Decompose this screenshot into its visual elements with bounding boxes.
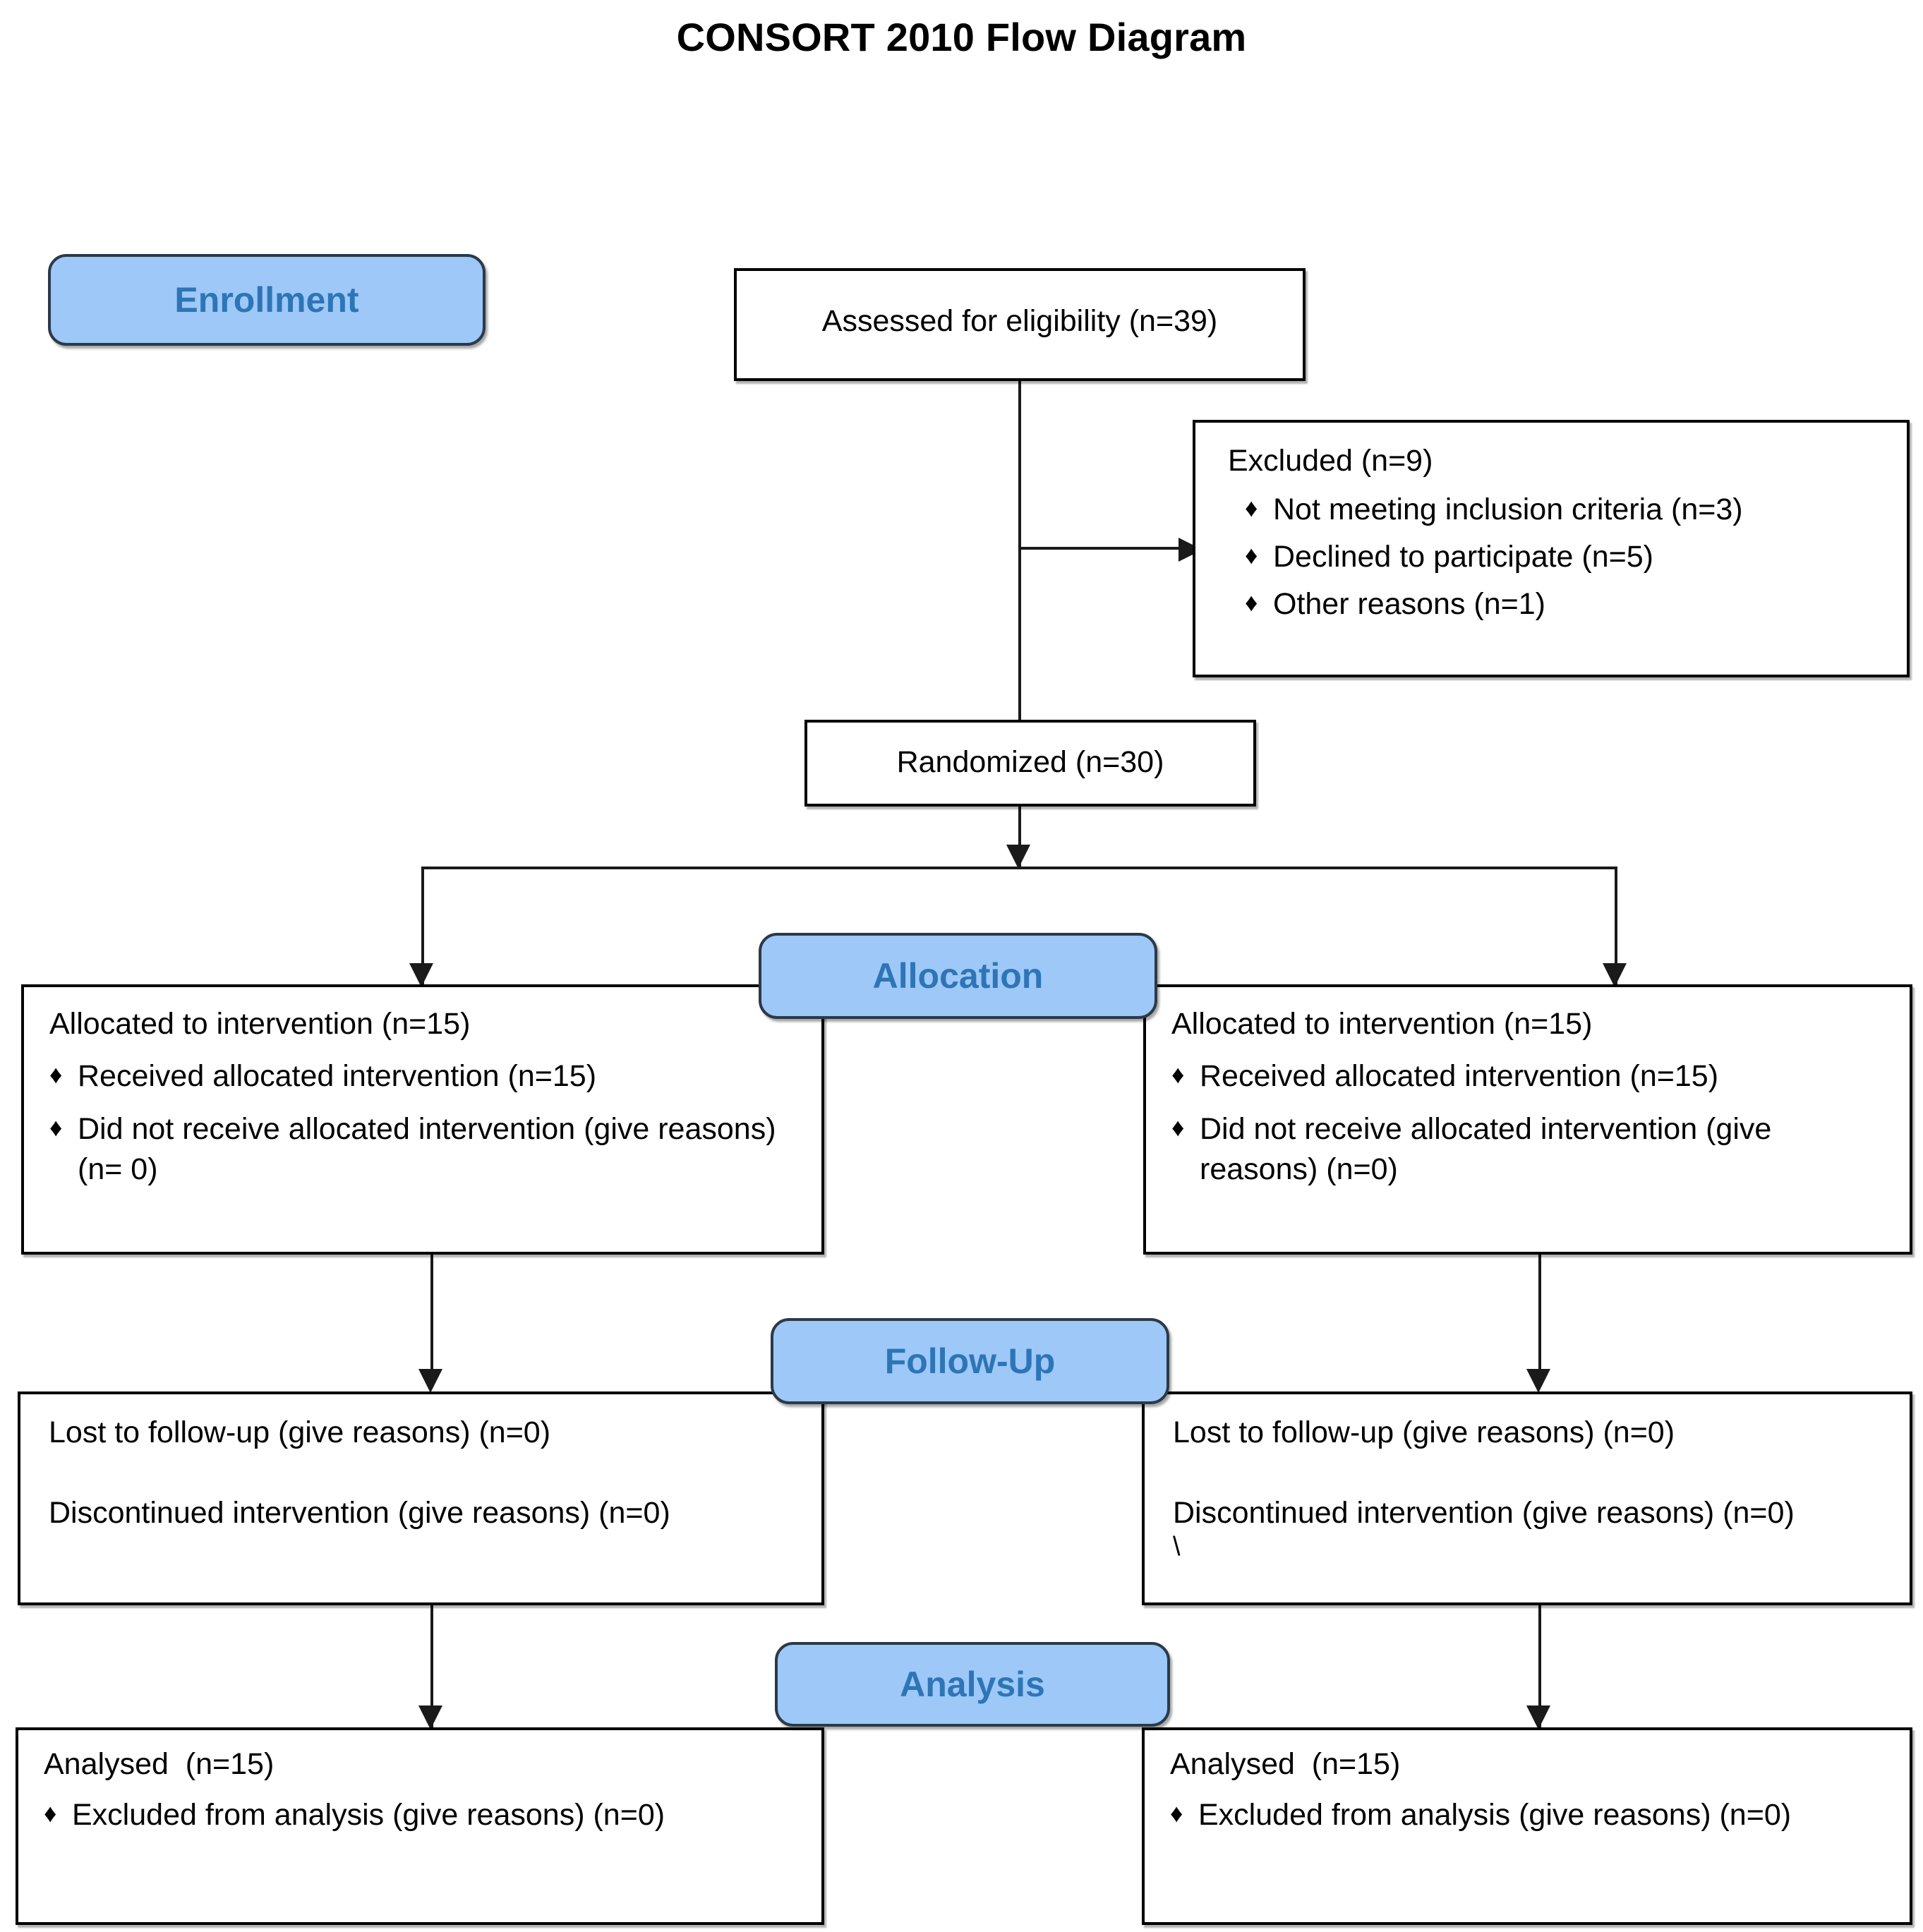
connector-to-excluded <box>1018 547 1188 550</box>
stage-badge-follow-up: Follow-Up <box>771 1318 1169 1404</box>
assessed-text: Assessed for eligibility (n=39) <box>821 304 1218 338</box>
box-randomized: Randomized (n=30) <box>804 720 1256 807</box>
excluded-item: ♦ Declined to participate (n=5) <box>1245 537 1901 577</box>
analysis-right-heading: Analysed (n=15) <box>1170 1747 1401 1781</box>
box-followup-right: Lost to follow-up (give reasons) (n=0) D… <box>1142 1391 1912 1605</box>
excluded-item-label: Not meeting inclusion criteria (n=3) <box>1273 493 1743 526</box>
arrow-down-icon-allocation-left <box>409 963 433 987</box>
box-excluded: Excluded (n=9) ♦ Not meeting inclusion c… <box>1193 420 1910 677</box>
box-assessed-for-eligibility: Assessed for eligibility (n=39) <box>734 268 1306 381</box>
allocation-left-item: ♦ Did not receive allocated intervention… <box>49 1109 790 1190</box>
diamond-bullet-icon: ♦ <box>1170 1799 1183 1828</box>
allocation-right-item: ♦ Received allocated intervention (n=15) <box>1171 1056 1884 1097</box>
stage-badge-enrollment-label: Enrollment <box>174 280 359 320</box>
excluded-item: ♦ Other reasons (n=1) <box>1245 584 1901 624</box>
arrow-down-icon-randomized <box>1006 845 1030 869</box>
arrow-down-icon-analysis-right <box>1526 1705 1550 1729</box>
stage-badge-analysis-label: Analysis <box>900 1665 1045 1704</box>
arrow-down-icon-analysis-left <box>418 1705 442 1729</box>
analysis-right-item-label: Excluded from analysis (give reasons) (n… <box>1198 1798 1792 1832</box>
stage-badge-follow-up-label: Follow-Up <box>884 1341 1056 1381</box>
box-analysis-right: Analysed (n=15) ♦ Excluded from analysis… <box>1142 1727 1912 1925</box>
allocation-right-heading: Allocated to intervention (n=15) <box>1171 1007 1593 1041</box>
followup-right-line2: Discontinued intervention (give reasons)… <box>1173 1496 1795 1530</box>
connector-assessed-to-randomized <box>1018 381 1021 720</box>
arrow-down-icon-allocation-right <box>1603 963 1627 987</box>
box-analysis-left: Analysed (n=15) ♦ Excluded from analysis… <box>16 1727 824 1925</box>
connector-split-left <box>421 867 424 986</box>
followup-right-stray-mark: \ <box>1173 1532 1181 1562</box>
arrow-down-icon-followup-left <box>418 1369 442 1393</box>
diamond-bullet-icon: ♦ <box>1245 587 1258 617</box>
analysis-left-heading: Analysed (n=15) <box>44 1747 275 1781</box>
page-title: CONSORT 2010 Flow Diagram <box>676 15 1247 59</box>
connector-followup-to-analysis-left <box>430 1605 433 1731</box>
excluded-item-label: Declined to participate (n=5) <box>1273 539 1653 574</box>
box-followup-left: Lost to follow-up (give reasons) (n=0) D… <box>18 1391 824 1605</box>
stage-badge-allocation: Allocation <box>759 933 1157 1019</box>
excluded-heading: Excluded (n=9) <box>1228 444 1433 478</box>
box-allocation-left: Allocated to intervention (n=15) ♦ Recei… <box>21 984 824 1255</box>
stage-badge-enrollment: Enrollment <box>48 254 486 346</box>
stage-badge-allocation-label: Allocation <box>872 956 1044 996</box>
analysis-left-item-label: Excluded from analysis (give reasons) (n… <box>72 1798 665 1832</box>
diamond-bullet-icon: ♦ <box>44 1799 57 1828</box>
connector-alloc-to-followup-left <box>430 1255 433 1378</box>
diamond-bullet-icon: ♦ <box>1171 1060 1185 1089</box>
allocation-right-item-label: Received allocated intervention (n=15) <box>1200 1059 1719 1093</box>
diamond-bullet-icon: ♦ <box>1245 493 1258 522</box>
stage-badge-analysis: Analysis <box>775 1642 1170 1727</box>
diamond-bullet-icon: ♦ <box>1171 1112 1185 1142</box>
followup-left-line2: Discontinued intervention (give reasons)… <box>49 1496 670 1530</box>
connector-split-right <box>1615 867 1617 986</box>
connector-randomized-down <box>1018 807 1021 867</box>
allocation-right-item: ♦ Did not receive allocated intervention… <box>1171 1109 1884 1190</box>
analysis-left-item: ♦ Excluded from analysis (give reasons) … <box>44 1795 792 1835</box>
arrow-down-icon-followup-right <box>1526 1369 1550 1393</box>
followup-left-line1: Lost to follow-up (give reasons) (n=0) <box>49 1415 551 1449</box>
excluded-item: ♦ Not meeting inclusion criteria (n=3) <box>1245 490 1901 530</box>
connector-followup-to-analysis-right <box>1538 1605 1541 1731</box>
box-allocation-right: Allocated to intervention (n=15) ♦ Recei… <box>1143 984 1912 1255</box>
connector-alloc-to-followup-right <box>1538 1255 1541 1378</box>
randomized-text: Randomized (n=30) <box>896 745 1164 779</box>
allocation-right-item-label: Did not receive allocated intervention (… <box>1200 1111 1772 1186</box>
allocation-left-item: ♦ Received allocated intervention (n=15) <box>49 1056 790 1097</box>
diamond-bullet-icon: ♦ <box>49 1112 63 1142</box>
analysis-right-item: ♦ Excluded from analysis (give reasons) … <box>1170 1795 1883 1835</box>
followup-right-line1: Lost to follow-up (give reasons) (n=0) <box>1173 1415 1675 1449</box>
excluded-item-label: Other reasons (n=1) <box>1273 586 1545 621</box>
allocation-left-item-label: Did not receive allocated intervention (… <box>78 1111 776 1186</box>
allocation-left-item-label: Received allocated intervention (n=15) <box>78 1059 597 1093</box>
allocation-left-heading: Allocated to intervention (n=15) <box>49 1007 471 1041</box>
diamond-bullet-icon: ♦ <box>49 1060 63 1089</box>
diamond-bullet-icon: ♦ <box>1245 540 1258 569</box>
